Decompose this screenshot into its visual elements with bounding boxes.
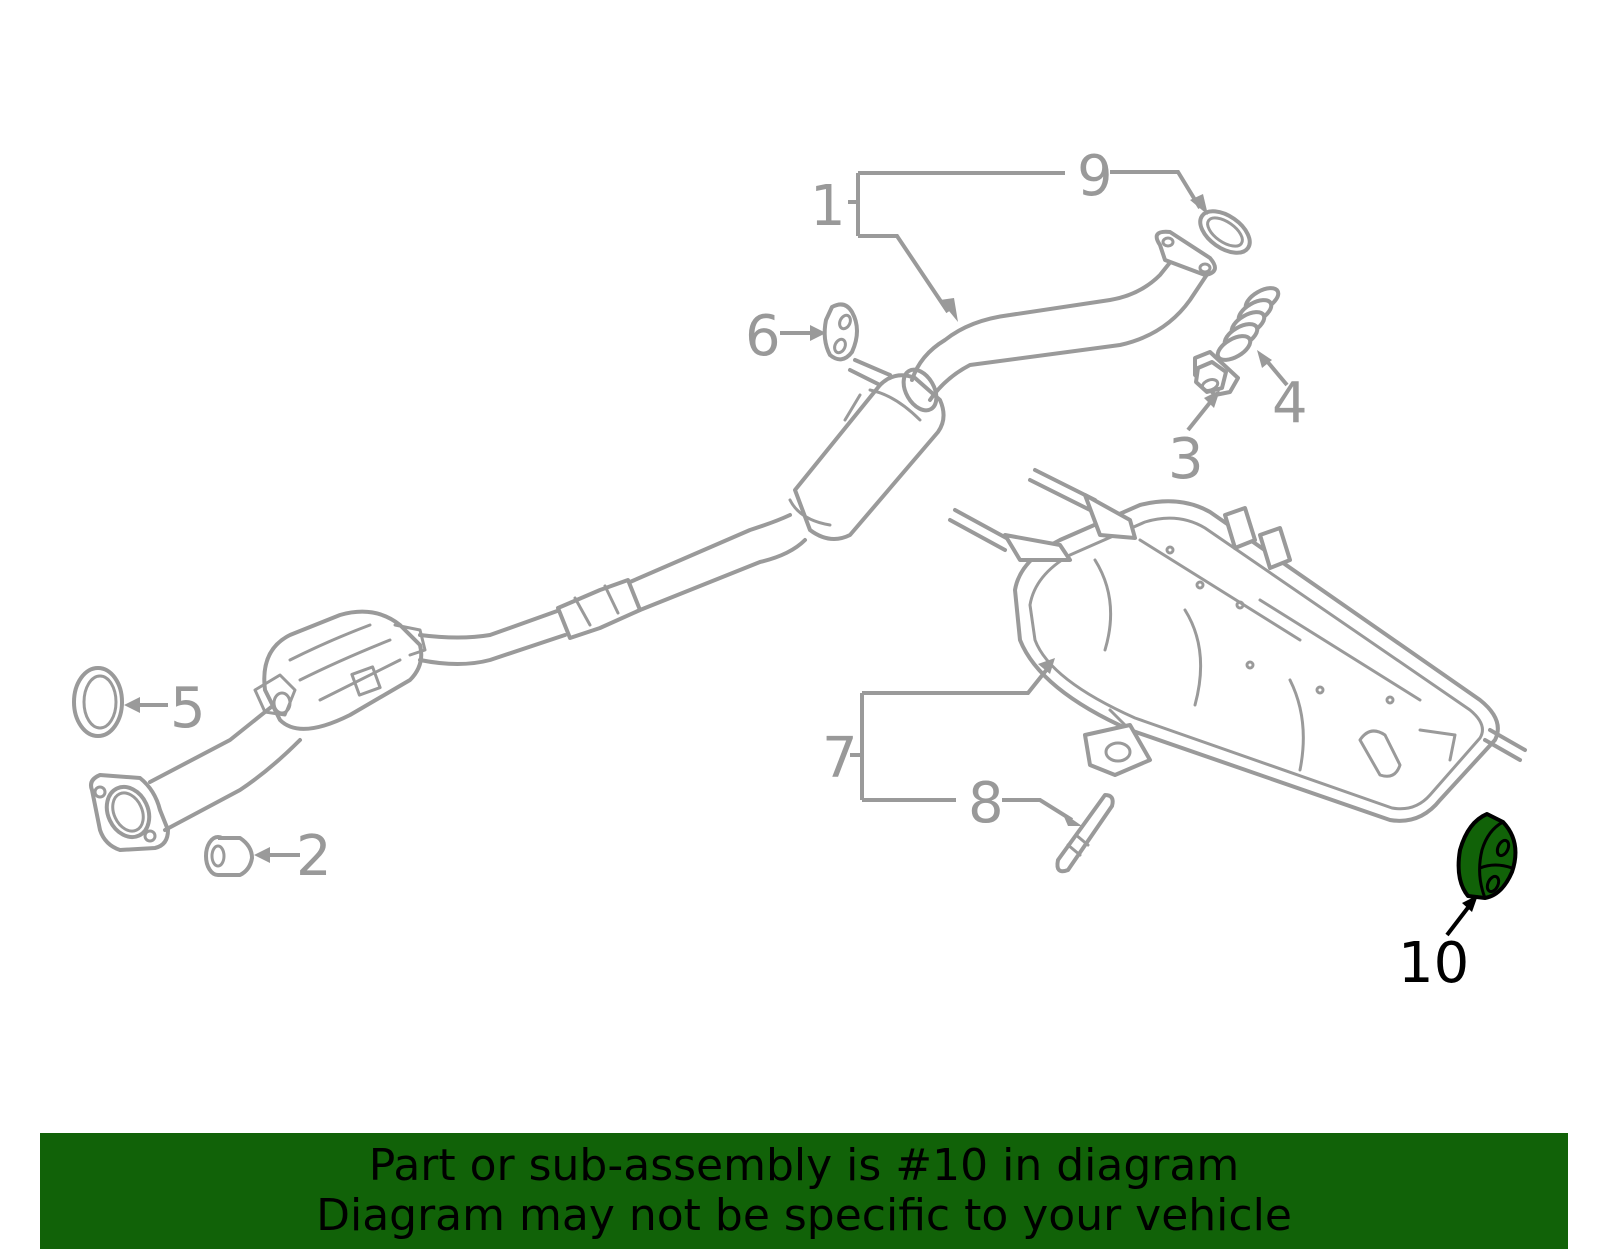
- banner-disclaimer: Diagram may not be specific to your vehi…: [316, 1190, 1292, 1241]
- banner-part-note: Part or sub-assembly is #10 in diagram: [368, 1140, 1240, 1191]
- leader-lines: [124, 170, 1478, 937]
- callout-10: 10: [1398, 931, 1469, 996]
- part-9-gasket: [1198, 209, 1252, 255]
- callout-9: 9: [1077, 144, 1113, 209]
- callout-5: 5: [170, 676, 206, 741]
- part-3-nut: [1193, 350, 1240, 397]
- callout-6: 6: [745, 304, 781, 369]
- callout-1: 1: [810, 174, 846, 239]
- part-7-muffler: [948, 468, 1527, 823]
- callout-labels: 1 2 3 4 5 6 7 8 9 10: [170, 144, 1469, 996]
- callout-3: 3: [1168, 427, 1204, 492]
- info-banner: Part or sub-assembly is #10 in diagram D…: [40, 1133, 1568, 1249]
- front-pipe-converter: [89, 608, 567, 852]
- part-10-insulator-highlighted: [1456, 812, 1518, 900]
- part-2-nut: [204, 835, 254, 877]
- callout-4: 4: [1272, 371, 1308, 436]
- part-8-stud: [1055, 793, 1115, 874]
- callout-8: 8: [968, 771, 1004, 836]
- part-4-spring: [1215, 286, 1281, 362]
- callout-2: 2: [296, 824, 332, 889]
- part-5-gasket: [72, 666, 124, 738]
- part-6-insulator: [822, 302, 859, 362]
- callout-7: 7: [822, 726, 858, 791]
- center-pipe-resonator: [556, 229, 1217, 640]
